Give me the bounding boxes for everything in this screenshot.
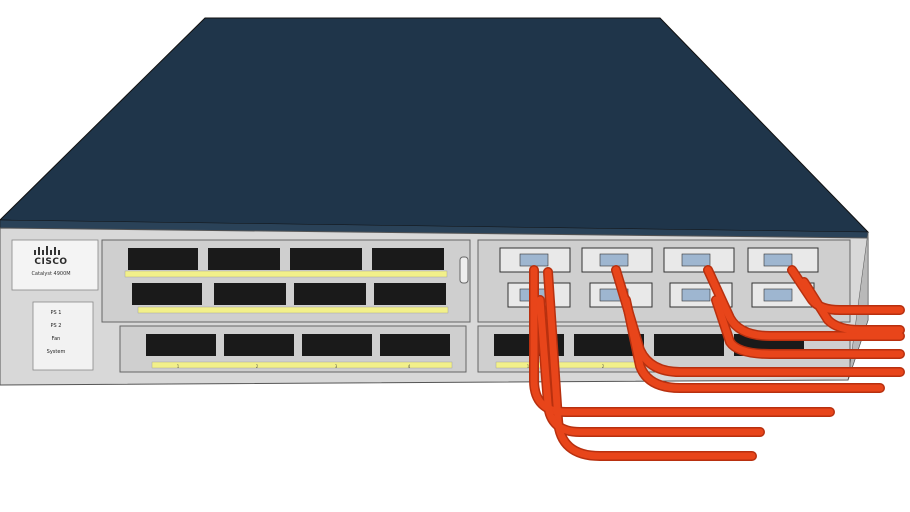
cisco-bars-icon (34, 246, 60, 255)
lower-right-port-label-2: 2 (601, 364, 605, 369)
chassis-top (0, 17, 870, 241)
status-fan: Fan (51, 336, 61, 342)
brand-logo-text: CISCO (34, 257, 68, 267)
lower-left-port-label-1: 1 (176, 364, 180, 369)
label-strip-row1 (124, 270, 448, 278)
lower-left-port-label-4: 4 (407, 364, 411, 369)
fiber-cables (529, 265, 905, 461)
label-strip-row2 (137, 306, 449, 314)
status-ps2: PS 2 (50, 323, 62, 329)
status-ps1: PS 1 (50, 310, 62, 316)
label-strip-lower-left (151, 361, 453, 369)
lower-left-port-label-2: 2 (255, 364, 259, 369)
screw-left (459, 256, 469, 284)
label-strip-lower-right (495, 361, 647, 369)
model-label: Catalyst 4900M (31, 271, 71, 277)
lower-right-port-label-1: 1 (526, 364, 530, 369)
port-row-1 (128, 248, 444, 270)
port-row-2 (132, 283, 446, 305)
lower-left-port-label-3: 3 (334, 364, 338, 369)
status-panel (32, 301, 94, 371)
port-row-lower-left (146, 334, 450, 356)
status-system: System (46, 349, 66, 355)
